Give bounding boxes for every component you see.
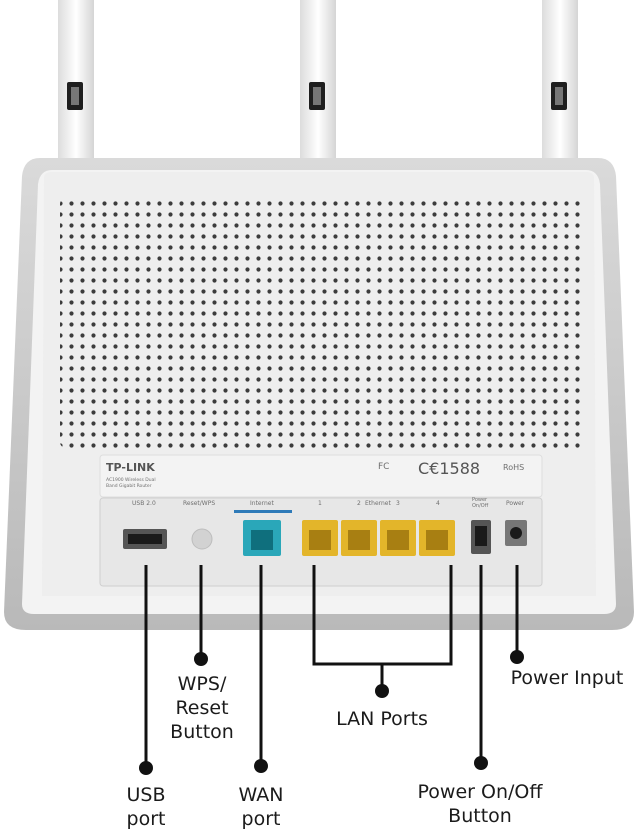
power-input-callout-dot	[510, 650, 524, 664]
usb-strip-label: USB 2.0	[132, 500, 156, 507]
callout-lines	[144, 565, 519, 768]
lan-callout-dot	[375, 684, 389, 698]
callout-line-text: Reset	[175, 697, 229, 719]
power-strip-label: Power	[506, 500, 525, 507]
antenna-right	[542, 0, 578, 175]
antenna-left	[58, 0, 94, 175]
callout-line-text: LAN Ports	[336, 708, 428, 730]
reset-strip-label: Reset/WPS	[183, 500, 215, 507]
power-input-callout: Power Input	[506, 666, 628, 690]
internet-strip-label: Internet	[250, 500, 274, 507]
callout-line-text: Button	[170, 721, 234, 743]
power-input-jack[interactable]	[505, 520, 527, 546]
callout-line-text: WAN	[238, 784, 284, 806]
fc-mark: FC	[378, 462, 389, 472]
lan-port-4[interactable]	[419, 520, 455, 556]
vent-grille	[60, 198, 584, 448]
usb-port[interactable]	[123, 529, 167, 549]
wan-callout-dot	[254, 759, 268, 773]
callout-line-text: WPS/	[177, 673, 227, 695]
power-onoff-callout-dot	[474, 756, 488, 770]
lan-ports-callout: LAN Ports	[330, 707, 434, 731]
antenna-center	[300, 0, 336, 175]
lan-port-2[interactable]	[341, 520, 377, 556]
wan-port[interactable]	[243, 520, 281, 556]
rohs-mark: RoHS	[503, 463, 524, 472]
lan-port-1[interactable]	[302, 520, 338, 556]
callout-line-text: Button	[448, 805, 512, 827]
ethernet-strip-label: Ethernet	[365, 500, 391, 507]
usb-callout-dot	[139, 761, 153, 775]
callout-line-text: Power On/Off	[417, 781, 543, 803]
callout-line-text: Power Input	[510, 667, 624, 689]
callout-line-text: USB	[126, 784, 166, 806]
ce-mark: C€1588	[418, 459, 480, 478]
power-onoff-strip-label-2: On/Off	[472, 503, 489, 509]
callout-dots	[139, 650, 524, 775]
wps-callout-dot	[194, 652, 208, 666]
model-line-2: Band Gigabit Router	[106, 483, 152, 489]
model-line-1: AC1900 Wireless Dual	[106, 477, 156, 483]
lan2-strip-label: 2	[357, 500, 361, 507]
wps-reset-button[interactable]	[191, 528, 213, 550]
lan-port-3[interactable]	[380, 520, 416, 556]
lan1-strip-label: 1	[318, 500, 322, 507]
lan3-strip-label: 3	[396, 500, 400, 507]
power-onoff-switch[interactable]	[471, 520, 491, 554]
power-onoff-strip-label-1: Power	[472, 497, 488, 503]
brand-label: TP-LINK	[106, 461, 155, 474]
lan4-strip-label: 4	[436, 500, 440, 507]
callout-line-text: port	[126, 808, 166, 830]
product-label: TP-LINK AC1900 Wireless Dual Band Gigabi…	[99, 454, 543, 498]
callout-line-text: port	[241, 808, 281, 830]
